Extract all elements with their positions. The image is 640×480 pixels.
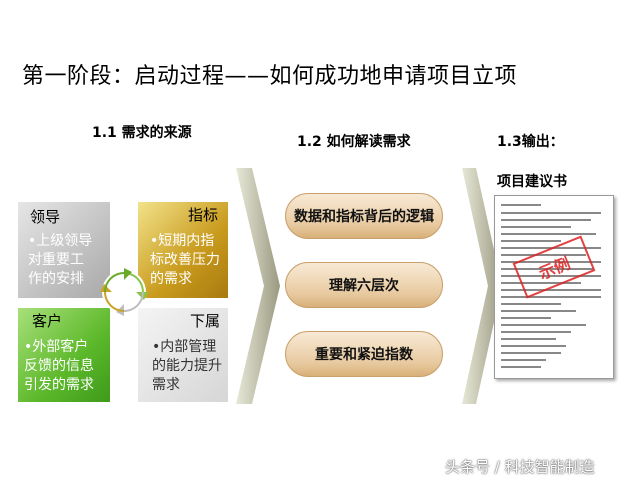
- quadrant-indicator-label: 指标: [187, 206, 218, 224]
- quadrant-customer-line: 反馈的信息: [24, 358, 94, 374]
- quadrant-subordinate-text: •内部管理 的能力提升 需求: [152, 338, 222, 395]
- quadrant-indicator-line: 标改善压力: [150, 252, 220, 268]
- quadrant-indicator-line: •短期内指: [150, 233, 215, 249]
- watermark: 头条号 / 科技智能制造: [445, 458, 595, 476]
- quadrant-subordinate-line: •内部管理: [152, 339, 217, 355]
- quadrant-subordinate: 下属 •内部管理 的能力提升 需求: [138, 308, 228, 402]
- output-item-title: 项目建议书: [497, 174, 567, 190]
- quadrant-leader-line: •上级领导: [28, 233, 93, 249]
- quadrant-indicator-line: 的需求: [150, 271, 192, 287]
- quadrant-subordinate-line: 需求: [152, 377, 180, 393]
- quadrant-leader-line: 对重要工: [28, 252, 84, 268]
- quadrant-customer: 客户 •外部客户 反馈的信息 引发的需求: [18, 308, 110, 402]
- quadrant-indicator-text: •短期内指 标改善压力 的需求: [150, 232, 220, 289]
- proposal-document-thumbnail: 示例: [494, 195, 614, 379]
- column-heading-interpret: 1.2 如何解读需求: [297, 134, 411, 150]
- quadrant-customer-line: •外部客户: [24, 339, 89, 355]
- quadrant-customer-line: 引发的需求: [24, 377, 94, 393]
- quadrant-leader-line: 作的安排: [28, 271, 84, 287]
- pill-urgency-index: 重要和紧迫指数: [285, 331, 443, 377]
- quadrant-customer-label: 客户: [32, 312, 63, 330]
- pill-six-levels: 理解六层次: [285, 262, 443, 308]
- column-heading-sources: 1.1 需求的来源: [92, 125, 192, 141]
- page-title: 第一阶段：启动过程——如何成功地申请项目立项: [22, 64, 518, 89]
- column-heading-output: 1.3输出：: [497, 134, 564, 150]
- pill-data-logic: 数据和指标背后的逻辑: [285, 193, 443, 239]
- quadrant-subordinate-label: 下属: [189, 312, 220, 330]
- quadrant-leader-label: 领导: [30, 208, 61, 226]
- quadrant-leader: 领导 •上级领导 对重要工 作的安排: [18, 202, 110, 298]
- quadrant-indicator: 指标 •短期内指 标改善压力 的需求: [138, 202, 228, 298]
- quadrant-customer-text: •外部客户 反馈的信息 引发的需求: [24, 338, 94, 395]
- quadrant-leader-text: •上级领导 对重要工 作的安排: [28, 232, 92, 289]
- cycle-arrows-icon: [100, 268, 148, 316]
- chevron-arrow-1: [236, 168, 280, 404]
- quadrant-subordinate-line: 的能力提升: [152, 358, 222, 374]
